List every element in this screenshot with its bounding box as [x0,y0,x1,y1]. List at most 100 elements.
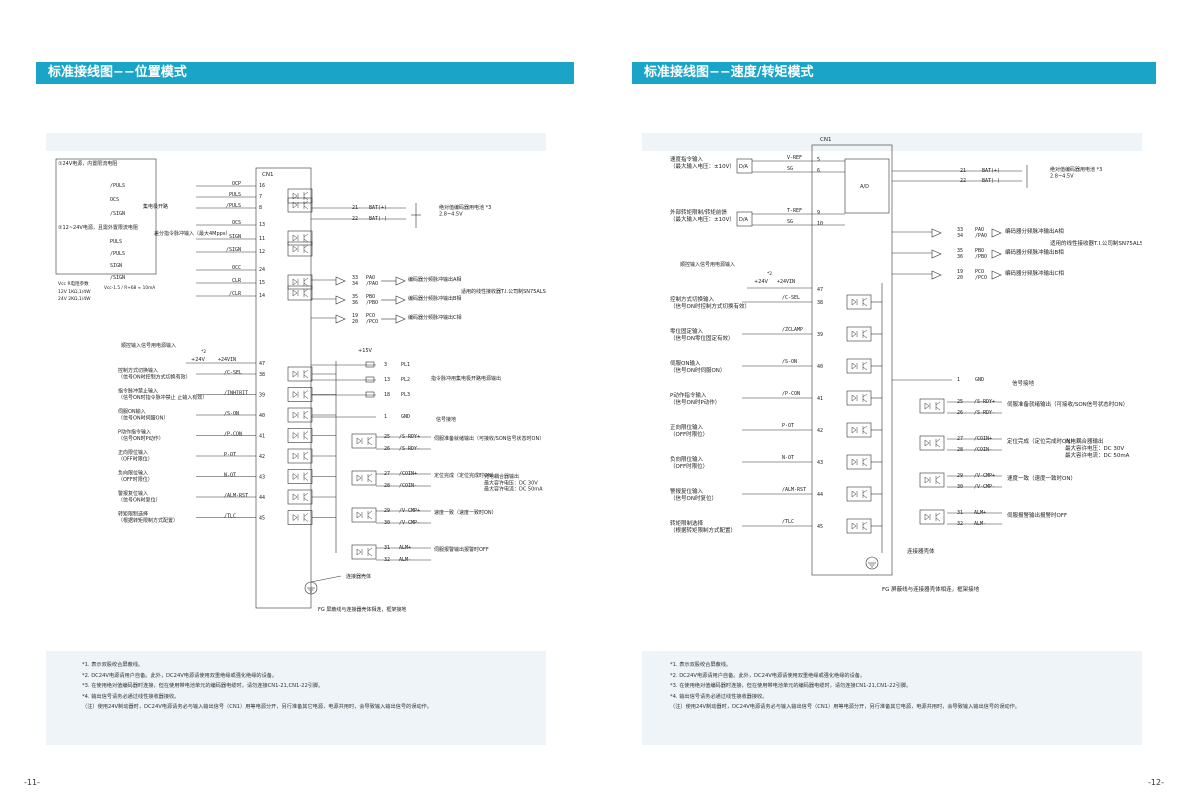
vin-note: *2 [201,349,206,355]
footnote: （注）使用24V制动器时，DC24V电源请务必与输入输出信号（CN1）用等电源分… [670,704,1020,710]
connector-label: CN1 [262,172,273,178]
encoder-desc: 编码器分频脉冲输出A相 [1005,227,1064,235]
output-desc: 伺服报警输出报警时OFF [434,546,489,553]
input-desc: 转矩限制选择（根据转矩限制方式配置） [670,519,736,534]
input-pin: 45 [259,516,265,522]
footnote: *3. 在使用绝对值编码器时连接，但在使用带电池单元的编码器电缆时，请勿连接CN… [82,683,324,689]
input-pin: 45 [817,524,823,530]
terminal-name: SIGN [229,234,241,240]
input-desc: 控制方式切换输入（信号ON时控制方式切换有效） [670,295,750,310]
encoder-pin: 19 [352,313,358,319]
encoder-pin: 33 [957,227,963,233]
input-name: N-OT [224,473,236,479]
resistor-symbol [365,391,375,398]
terminal-pin: 15 [259,280,265,286]
output-desc: 伺服准备就绪输出（可接收/SON信号状态时ON） [434,435,544,442]
encoder-pin: 36 [957,254,963,260]
photocoupler-symbol [351,433,377,449]
input-pin: 44 [259,495,265,501]
gnd-name: GND [401,414,410,420]
photocoupler-icon [292,244,309,254]
power-option-2: ②12~24V电源，且需外置限流电阻 [58,224,138,231]
section-header-speed-torque-mode: 标准接线图−−速度/转矩模式 [632,62,1156,84]
input-desc: 伺服ON输入（信号ON时伺服ON） [118,408,168,421]
connector-cn1 [811,144,893,576]
page-number-left: -11- [24,778,40,787]
input-name: /S-ON [782,359,797,365]
photocoupler-icon [292,472,309,481]
shell-label: 连接器壳体 [907,547,935,555]
photocoupler-icon [292,492,309,502]
footnote: （注）使用24V制动器时，DC24V电源请务必与输入输出信号（CN1）用等电源分… [82,704,432,710]
terminal-pin: 7 [259,194,262,200]
photocoupler-icon [292,513,309,522]
output-desc: 速度一致（速度一致时ON） [434,509,497,516]
input-name: /ALM-RST [782,487,806,493]
gnd-name: GND [975,377,984,383]
photocoupler-symbol [287,230,313,246]
fg-label: FG 屏蔽线与连接器壳体相连，框架接地 [318,606,406,613]
input-pin: 39 [259,393,265,399]
input-desc: 伺服ON输入（信号ON时伺服ON） [670,359,725,374]
photocoupler-icon [292,277,309,287]
photocoupler-symbol [287,285,313,301]
analog-pin: 6 [817,168,820,174]
input-name: N-OT [782,455,794,461]
analog-pin: 9 [817,210,820,216]
gnd-pin: 1 [957,377,960,383]
encoder-desc: 编码器分频脉冲输出B相 [408,295,461,302]
photocoupler-icon [292,369,309,379]
analog-name: SG [787,219,793,225]
photocoupler-icon [292,431,309,440]
terminal-pin: 8 [259,205,262,211]
power-box-label: /PULS [110,251,125,257]
photocoupler-icon [924,512,941,522]
ad-label: A/D [860,184,869,190]
photocoupler-icon [292,410,309,420]
encoder-desc: 编码器分频脉冲输出A相 [408,276,461,283]
da-converter-box [736,158,753,174]
resistor-symbol [365,361,375,368]
input-name: P-OT [224,452,236,458]
pl-pin: 18 [384,392,390,398]
diagram-background [46,151,546,651]
encoder-name: /PCO [975,275,987,281]
buffer-triangle-icon [991,270,1002,280]
encoder-name: /PBO [366,300,378,306]
buffer-triangle-icon [335,276,346,286]
connector-label: CN1 [820,137,831,143]
diff-pulse-label: 差分指令脉冲输入（最大4Mpps） [154,230,230,237]
terminal-name: PULS [229,192,241,198]
input-desc: P动作指令输入（信号ON时P动作） [118,429,164,442]
encoder-name: PAO [366,275,375,281]
power-box-label: PULS [110,239,122,245]
photocoupler-symbol [351,507,377,523]
input-name: /ZCLAMP [782,327,803,333]
photocoupler-icon [851,297,868,307]
vin-supply: +24V [191,357,206,363]
input-desc: 控制方式切换输入（信号ON时控制方式切换有效） [118,367,191,380]
input-desc: 正向限位输入（OFF时限位） [118,449,153,462]
photocoupler-symbol [919,398,945,414]
footnote: *3. 在使用绝对值编码器时连接，但在使用带电池单元的编码器电缆时，请勿连接CN… [670,683,912,689]
photocoupler-icon [851,361,868,371]
input-power-label: 顺控输入信号用电源输入 [680,261,735,268]
terminal-name: /PULS [226,203,241,209]
terminal-name: /CLR [229,291,242,297]
input-name: /C-SEL [224,370,242,376]
photocoupler-icon [356,510,373,520]
power-option-1: ①24V电源，内置限流电阻 [58,160,117,167]
photocoupler-icon [851,521,868,531]
footnote: *2. DC24V电源请用户自备。此外，DC24V电源请使用双重绝缘或强化绝缘的… [670,672,866,679]
footnote: *1. 表示双股绞合屏蔽线。 [670,662,732,668]
output-desc: 伺服报警输出报警时OFF [1007,511,1067,519]
power-box-label: /PULS [110,183,125,189]
da-label: D/A [739,164,749,170]
photocoupler-symbol [287,188,313,204]
ground-circle [865,556,879,570]
